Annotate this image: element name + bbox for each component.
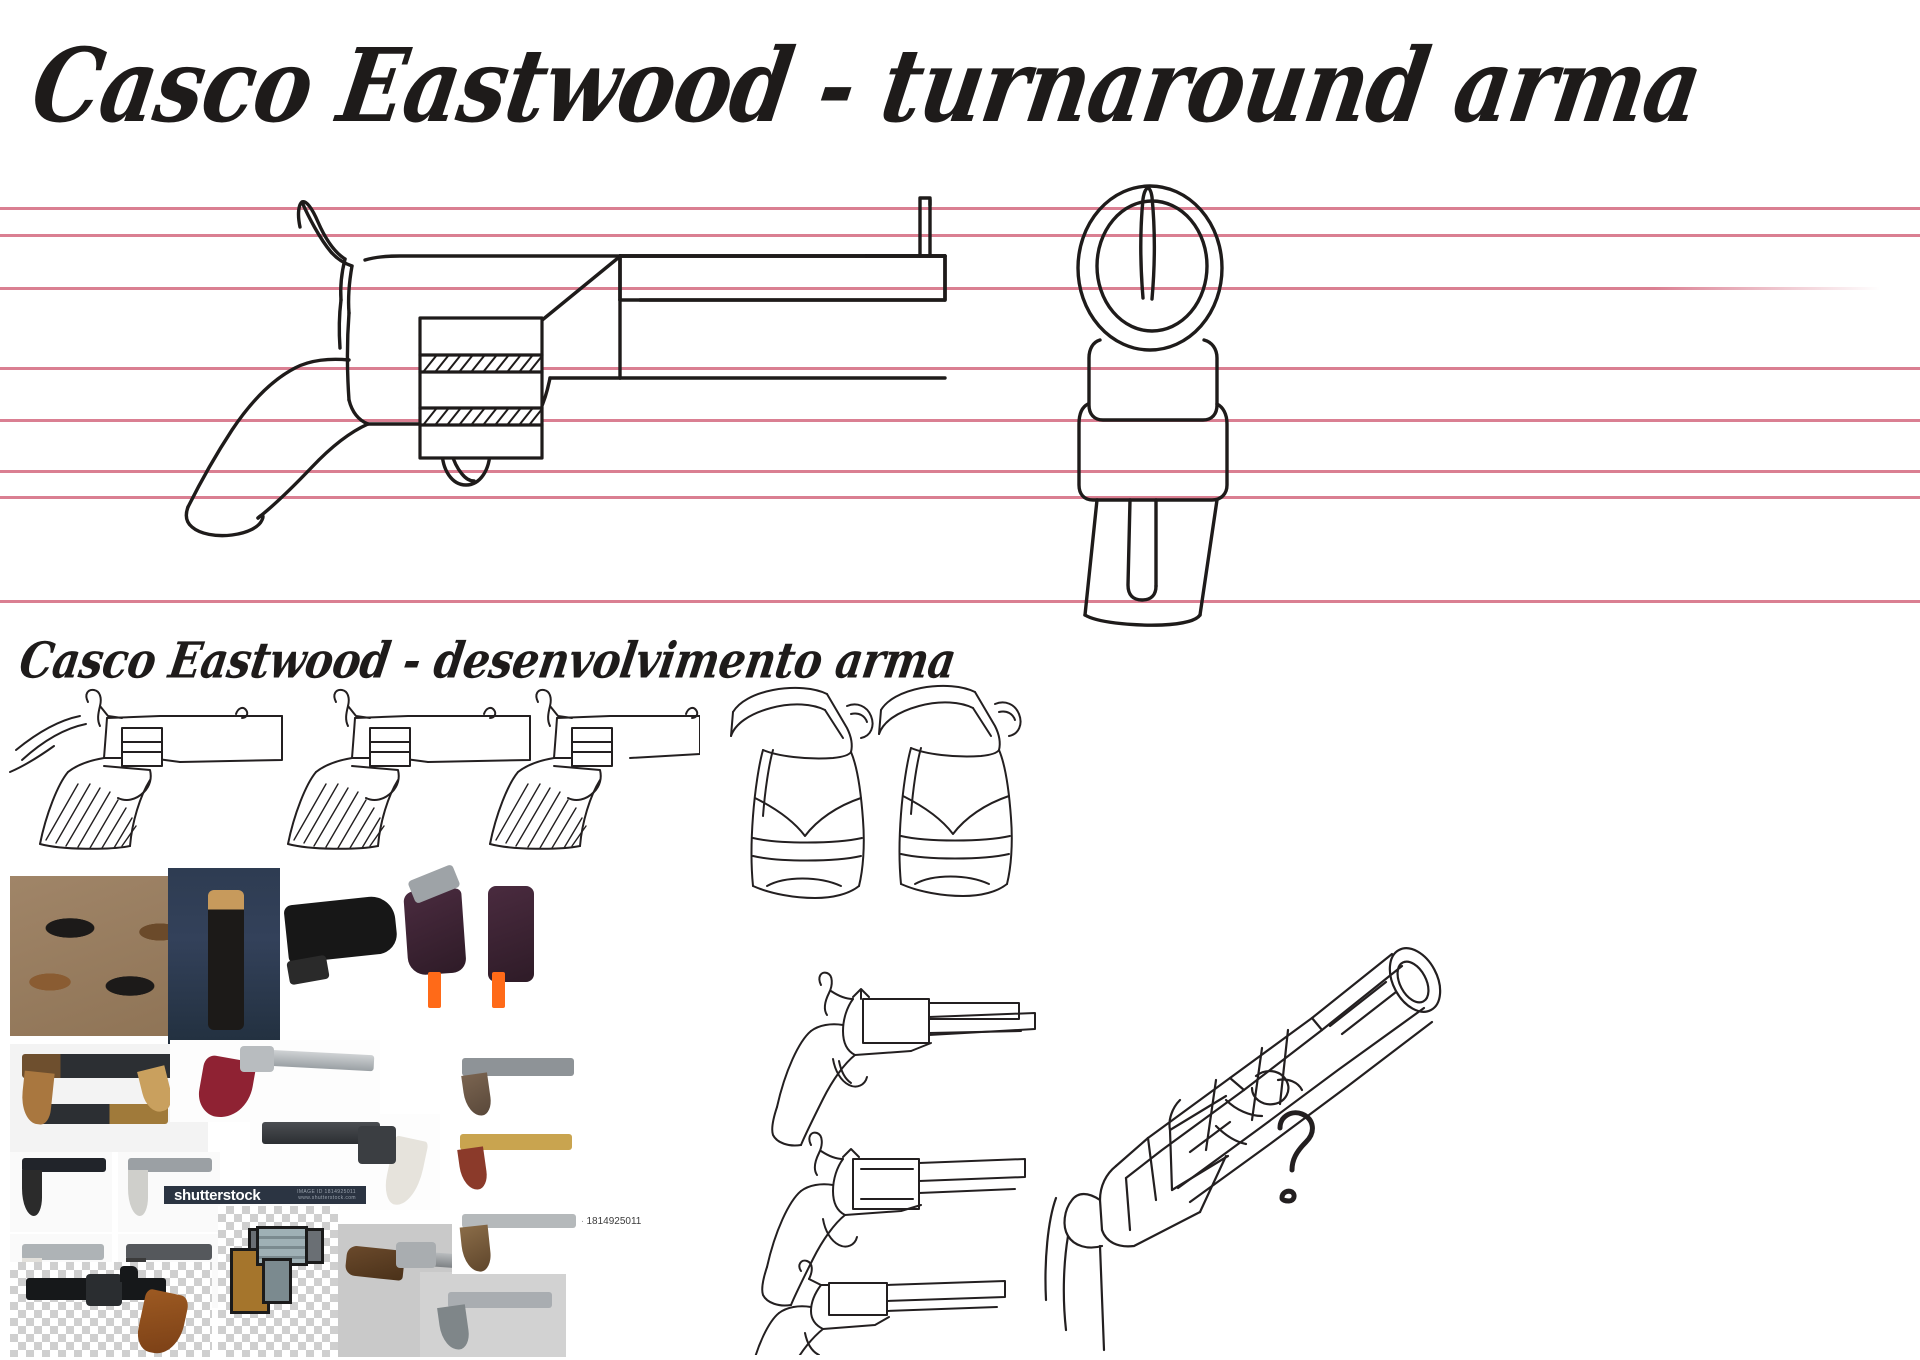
ruled-line	[0, 207, 1920, 210]
holster-studies-group	[715, 680, 1075, 910]
ref-flintlock-red-lock	[240, 1046, 274, 1072]
ref-saa-nickel-grip	[128, 1170, 148, 1216]
ref-purple-holster-right	[488, 886, 534, 982]
revolver-thumbnail	[287, 688, 531, 850]
ruled-line	[0, 470, 1920, 473]
page-title: Casco Eastwood - turnaround arma	[24, 26, 1709, 146]
ruled-line	[0, 234, 1920, 237]
ref-black-saa-cylinder	[86, 1274, 122, 1306]
ref-brass-revolver-lower	[38, 1104, 168, 1124]
shutterstock-url: www.shutterstock.com	[298, 1195, 356, 1201]
ruled-line	[0, 367, 1920, 370]
shutterstock-credit: IMAGE ID 1814925011 www.shutterstock.com	[297, 1189, 356, 1202]
ref-hip-holster-detail	[208, 890, 244, 1030]
ref-remington-body	[126, 1244, 212, 1260]
side-view-slide	[618, 254, 947, 302]
ref-orange-tip-right	[492, 972, 505, 1008]
ref-saa-blue-grip	[22, 1170, 42, 1216]
ruled-line	[0, 287, 1880, 290]
front-view-outline	[1076, 184, 1229, 627]
ref-pepperbox-barrel	[262, 1122, 380, 1144]
holster-study	[878, 684, 1022, 897]
holster-study	[730, 686, 874, 899]
shutterstock-image-id: IMAGE ID 1814925011	[297, 1188, 356, 1195]
revolver-perspective-sketch	[761, 1131, 1026, 1307]
ref-engraved-revolver-body	[448, 1292, 552, 1308]
ref-black-saa-hammer	[120, 1266, 138, 1282]
ref-lefaucheux-body	[460, 1134, 572, 1150]
ref-pepperbox-frame	[358, 1126, 396, 1164]
ref-saa-nickel-body	[128, 1158, 212, 1172]
revolver-perspective-studies-group	[735, 955, 1075, 1355]
ref-smith-carbine-body	[462, 1214, 576, 1228]
ref-purple-holster-left	[403, 888, 467, 976]
ref-webley-body	[462, 1058, 574, 1076]
ref-saa-blue-body	[22, 1158, 106, 1172]
revolver-thumbnail	[9, 688, 283, 850]
ref-saa-stainless-body	[22, 1244, 104, 1260]
ruled-line	[0, 496, 1920, 499]
question-mark-annotation	[1277, 1110, 1315, 1204]
ruled-line	[0, 419, 1920, 422]
shutterstock-logo: shutterstock	[174, 1186, 261, 1204]
ref-orange-tip-left	[428, 972, 441, 1008]
revolver-perspective-sketch	[754, 1259, 1006, 1355]
revolver-thumbnail	[489, 688, 700, 850]
ref-antique-flintlock-lock	[396, 1242, 436, 1268]
ref-black-tooled-holster-shape	[283, 894, 399, 964]
section-subtitle: Casco Eastwood - desenvolvimento arma	[15, 631, 960, 690]
cylinder-window	[418, 316, 544, 460]
ruled-line	[0, 600, 1920, 603]
revolver-perspective-sketch	[771, 971, 1036, 1147]
shutterstock-watermark-bar: shutterstock IMAGE ID 1814925011 www.shu…	[164, 1186, 366, 1204]
barrel-perspective-study	[1030, 930, 1450, 1360]
revolver-thumbnails-group	[0, 680, 700, 860]
ref-pixel-revolver-trigger	[262, 1258, 292, 1304]
